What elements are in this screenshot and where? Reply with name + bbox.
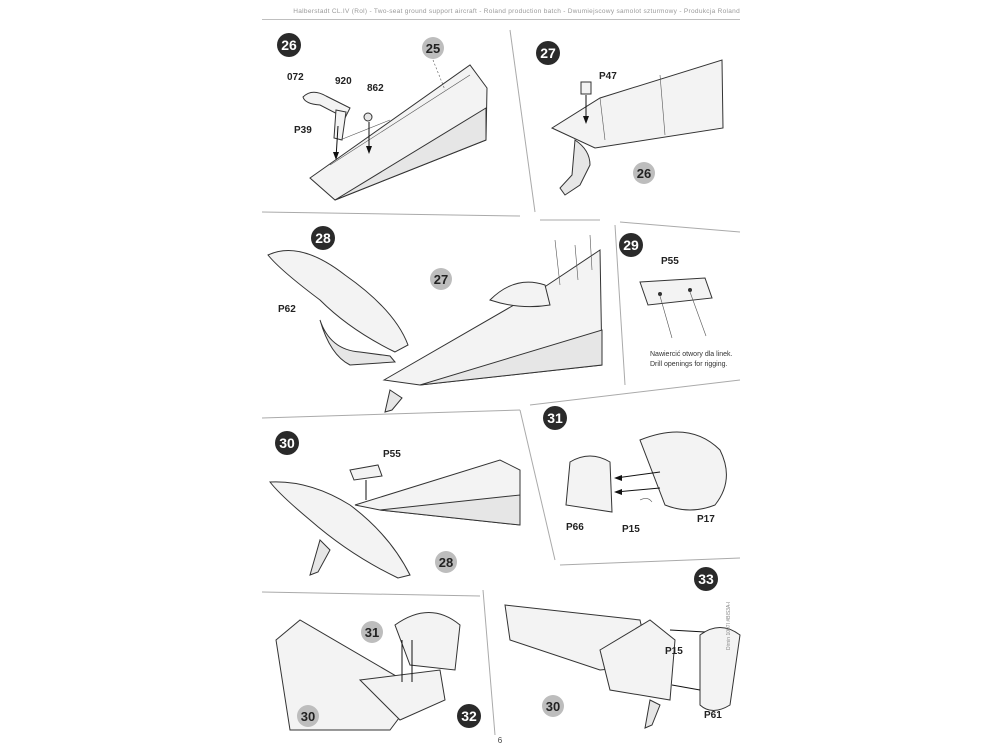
step-number-27: 27 [540,45,556,61]
step-27: 27 P47 26 [536,41,724,196]
part-P55-30 [349,464,383,481]
step-badge-32 [457,704,481,728]
label-920: 920 [335,76,352,87]
tail-skid-28 [384,389,403,413]
step-badge-33 [694,567,718,591]
label-P47: P47 [599,71,617,82]
callout-badge-26 [633,162,655,184]
step-30: 30 P55 28 [269,431,521,579]
stabilizer-32 [358,669,446,721]
step-31: 31 P66 P15 P17 [543,406,727,535]
step-26: 26 072 920 862 P39 25 [277,33,488,201]
stabilizer-30 [269,481,411,579]
step-badge-30 [275,431,299,455]
callout-badge-25 [422,37,444,59]
label-P39: P39 [294,125,312,136]
callout-25: 25 [426,41,440,56]
step-33: 33 P15 P61 30 [504,567,741,729]
label-P17: P17 [697,514,715,525]
page-header: Halberstadt CL.IV (Rol) - Two-seat groun… [293,8,740,15]
label-P15-33: P15 [665,646,683,657]
label-P61: P61 [704,710,722,721]
callout-30-33: 30 [546,699,560,714]
tail-skid-30 [309,539,331,576]
part-P15-31 [639,498,653,503]
callout-badge-30-32 [297,705,319,727]
callout-28: 28 [439,555,453,570]
label-862: 862 [367,83,384,94]
cockpit-28 [489,281,551,308]
callout-badge-30-33 [542,695,564,717]
part-P55-plate [639,277,713,306]
note-english: Drill openings for rigging. [650,361,727,368]
panel-dividers [261,29,741,736]
header-rule [262,19,740,20]
step-badge-28 [311,226,335,250]
callout-badge-27 [430,268,452,290]
step-number-30: 30 [279,435,295,451]
part-P61 [699,627,741,711]
label-072: 072 [287,72,304,83]
part-P66 [565,455,613,513]
rudder-32 [394,612,461,671]
step-number-26: 26 [281,37,297,53]
step-badge-27 [536,41,560,65]
step-number-28: 28 [315,230,331,246]
callout-badge-28 [435,551,457,573]
step-number-33: 33 [698,571,714,587]
part-P62-stabilizer [267,250,409,353]
callout-badge-31 [361,621,383,643]
tail-skid-27 [559,139,591,196]
label-P66: P66 [566,522,584,533]
callout-26: 26 [637,166,651,181]
page-number: 6 [497,736,503,745]
fuselage-rear-27 [550,59,724,149]
label-P55-30: P55 [383,449,401,460]
step-badge-29 [619,233,643,257]
callout-27: 27 [434,272,448,287]
part-P17 [639,431,727,511]
tail-skid-33 [644,699,661,729]
side-code: Dirnin 1007I #BIS3A-I [726,601,732,650]
step-32: 31 30 32 [275,612,481,731]
step-29: 29 P55 Nawiercić otwory dla linek. Drill… [619,233,733,368]
note-polish: Nawiercić otwory dla linek. [650,351,733,358]
callout-31: 31 [365,625,379,640]
step-number-29: 29 [623,237,639,253]
step-28: 28 P62 27 [267,226,603,413]
step-badge-31 [543,406,567,430]
label-P15-31: P15 [622,524,640,535]
part-P47-shape [580,81,592,95]
part-862 [363,112,373,122]
callout-30-32: 30 [301,709,315,724]
part-920 [333,109,347,141]
step-badge-26 [277,33,301,57]
step-number-32: 32 [461,708,477,724]
label-P62: P62 [278,304,296,315]
step-number-31: 31 [547,410,563,426]
label-P55-29: P55 [661,256,679,267]
stabilizer-33 [599,619,676,701]
